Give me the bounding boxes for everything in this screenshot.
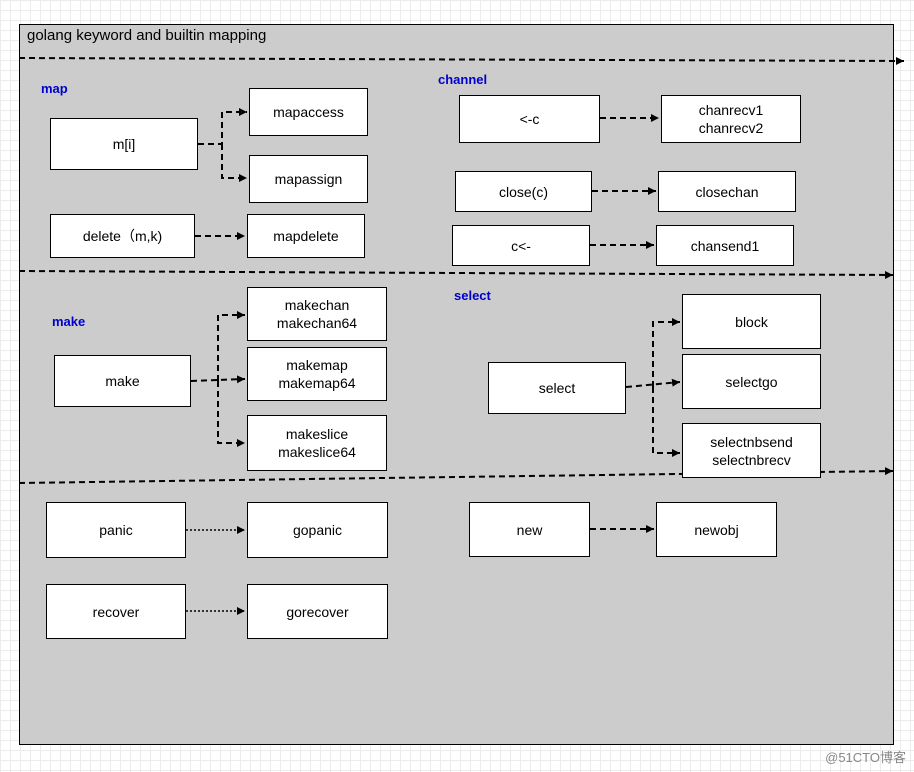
node-mapassign: mapassign — [249, 155, 368, 203]
node-select: select — [488, 362, 626, 414]
node-closechan: closechan — [658, 171, 796, 212]
node-new: new — [469, 502, 590, 557]
node-gopanic: gopanic — [247, 502, 388, 558]
node-newobj: newobj — [656, 502, 777, 557]
connector-select-nb — [652, 387, 680, 457]
node-m-index: m[i] — [50, 118, 198, 170]
node-make: make — [54, 355, 191, 407]
node-recover: recover — [46, 584, 186, 639]
section-label-make: make — [52, 314, 86, 329]
diagram-title: golang keyword and builtin mapping — [27, 27, 267, 44]
connector-make-chan — [217, 311, 245, 381]
node-selectgo: selectgo — [682, 354, 821, 409]
node-gorecover: gorecover — [247, 584, 388, 639]
connector-select-block — [652, 318, 680, 387]
node-panic: panic — [46, 502, 186, 558]
connector-m-index-assign — [221, 144, 247, 182]
connector-select — [625, 378, 681, 388]
node-close: close(c) — [455, 171, 592, 212]
connector-make-slice — [217, 381, 245, 447]
connector-make — [190, 375, 246, 384]
node-mapaccess: mapaccess — [249, 88, 368, 136]
node-send-op: c<- — [452, 225, 590, 266]
node-chansend1: chansend1 — [656, 225, 794, 266]
node-delete: delete（m,k) — [50, 214, 195, 258]
divider-top — [18, 56, 905, 65]
node-recv-op: <-c — [459, 95, 600, 143]
section-label-channel: channel — [438, 72, 488, 87]
section-label-select: select — [454, 288, 491, 303]
divider-middle — [18, 270, 894, 279]
connector-m-index — [198, 108, 247, 145]
node-mapdelete: mapdelete — [247, 214, 365, 258]
watermark: @51CTO博客 — [825, 750, 906, 765]
node-block: block — [682, 294, 821, 349]
divider-bottom — [18, 467, 894, 484]
section-label-map: map — [41, 81, 68, 96]
